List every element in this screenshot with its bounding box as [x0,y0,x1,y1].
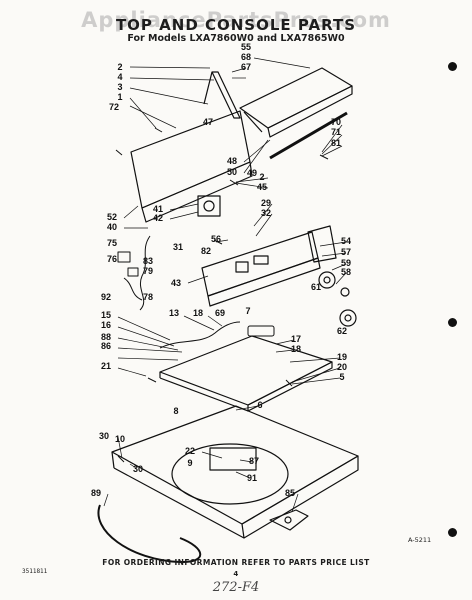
part-callout-81: 81 [331,138,341,148]
end-bracket [203,71,241,119]
part-callout-71: 71 [331,127,341,137]
washer-top [111,405,359,539]
part-callout-69: 69 [215,308,225,318]
page-number: 4 [233,570,239,578]
part-callout-45: 45 [257,182,267,192]
part-callout-57: 57 [341,247,351,257]
part-callout-40: 40 [107,222,117,232]
control-panel [201,225,337,307]
part-callout-29: 29 [261,198,271,208]
part-callout-61: 61 [311,282,321,292]
part-callout-30: 30 [133,464,143,474]
figure-code: A-5211 [408,536,432,544]
part-callout-67: 67 [241,62,251,72]
part-callout-43: 43 [171,278,181,288]
part-callout-47: 47 [203,117,213,127]
part-callout-5: 5 [339,372,344,382]
part-callout-75: 75 [107,238,117,248]
part-callout-4: 4 [117,72,122,82]
part-callout-77: 77 [0,0,5,2]
part-callout-48: 48 [227,156,237,166]
control-knob [318,271,350,297]
part-callout-83: 83 [143,256,153,266]
part-callout-30: 30 [99,431,109,441]
part-callout-86: 86 [101,341,111,351]
page-title: TOP AND CONSOLE PARTS [115,16,357,34]
part-callout-79: 79 [143,266,153,276]
ordering-note: FOR ORDERING INFORMATION REFER TO PARTS … [102,558,370,567]
part-callout-68: 68 [241,52,251,62]
part-callout-18: 18 [291,344,301,354]
part-callout-41: 41 [153,204,163,214]
part-callout-89: 89 [91,488,101,498]
part-callout-42: 42 [153,213,163,223]
part-callout-87: 87 [249,456,259,466]
part-callout-8: 8 [173,406,178,416]
part-callout-102: 102 [0,0,8,2]
screws [115,127,329,463]
part-callout-55: 55 [241,42,251,52]
part-callout-20: 20 [337,362,347,372]
timer [197,195,221,217]
document-code: 3511811 [22,568,48,575]
part-callout-9: 9 [187,458,192,468]
part-callout-85: 85 [285,488,295,498]
binder-hole-middle [448,318,457,327]
part-callout-13: 13 [169,308,179,318]
part-callout-49: 49 [247,168,257,178]
part-callout-78: 78 [143,292,153,302]
part-callout-91: 91 [247,473,257,483]
tub-seal-ring [97,504,202,564]
part-callout-88: 88 [101,332,111,342]
wire-harness [117,235,151,311]
part-callout-62: 62 [337,326,347,336]
watermark: AppliancePartsPros.com [81,8,391,32]
part-callout-50: 50 [227,167,237,177]
part-callout-56: 56 [211,234,221,244]
leader-lines [103,57,347,513]
part-callout-2: 2 [117,62,122,72]
part-callout-59: 59 [341,258,351,268]
page-subtitle: For Models LXA7860W0 and LXA7865W0 [127,33,345,44]
part-callout-32: 32 [261,208,271,218]
part-callout-76: 76 [107,254,117,264]
binder-hole-top [448,62,457,71]
part-callout-17: 17 [291,334,301,344]
part-callout-52: 52 [107,212,117,222]
washer-lid [159,335,333,412]
part-callout-10: 10 [115,434,125,444]
part-callout-31: 31 [173,242,183,252]
rear-console-panel [130,110,253,223]
part-callout-2: 2 [259,172,264,182]
part-callout-54: 54 [341,236,351,246]
part-callout-6: 6 [257,400,262,410]
part-callout-7: 7 [245,306,250,316]
console-top-cap [239,67,353,138]
part-callout-58: 58 [341,267,351,277]
trim-strip [269,111,348,160]
part-callout-82: 82 [201,246,211,256]
part-callout-15: 15 [101,310,111,320]
part-callout-1: 1 [117,92,122,102]
part-callout-16: 16 [101,320,111,330]
binder-hole-bottom [448,528,457,537]
selector-knob [339,309,357,327]
handwritten-note: 272-F4 [212,580,260,595]
part-callout-18: 18 [193,308,203,318]
lid-switch [159,321,275,349]
part-callout-72: 72 [109,102,119,112]
part-callout-19: 19 [337,352,347,362]
part-callout-70: 70 [331,117,341,127]
part-callout-22: 22 [185,446,195,456]
hinge [269,509,309,531]
part-callout-92: 92 [101,292,111,302]
part-callout-21: 21 [101,361,111,371]
part-callout-3: 3 [117,82,122,92]
